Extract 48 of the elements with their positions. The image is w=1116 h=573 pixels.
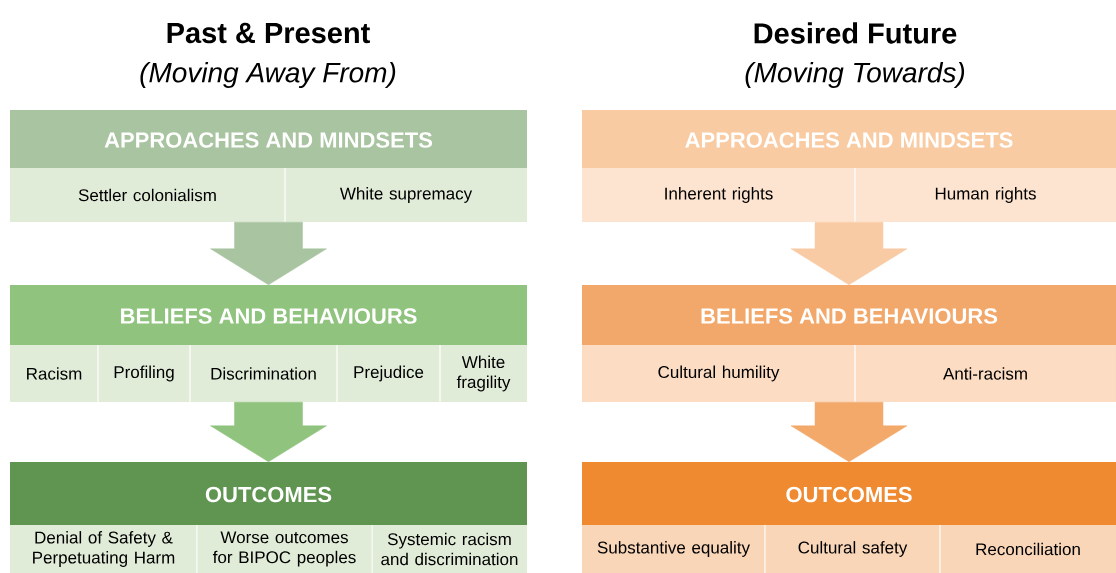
category-cell: Anti-racism [855,345,1116,402]
node-label: Systemic racism and discrimination [381,532,518,566]
node-label: Discrimination [211,367,316,380]
category-cell: Denial of Safety & Perpetuating Harm [10,525,197,573]
category-cell: White fragility [440,345,527,402]
node-label: Anti-racism [943,367,1027,380]
node-label: Denial of Safety & Perpetuating Harm [33,531,175,567]
block-arrow [790,221,908,286]
column-title: Desired Future [754,22,957,44]
section-panel: OUTCOMES Denial of Safety & Perpetuating Harm Worse outcomes for BIPOC peoples Systemic racism and discrimination [10,462,527,573]
node-label: Settler colonialism [78,188,216,202]
section-panel: OUTCOMES Substantive equality Cultural safety Reconciliation [582,462,1116,573]
category-cell: Systemic racism and discrimination [372,525,527,573]
node-label: Cultural humility [658,365,780,382]
block-arrow [210,221,327,286]
block-arrow [790,401,908,463]
node-label: Reconciliation [976,542,1080,556]
category-cell: Cultural humility [582,345,855,402]
node-label: White fragility [456,355,511,392]
node-label: Profiling [114,365,174,382]
section-panel: APPROACHES AND MINDSETS Settler colonialism White supremacy [10,110,527,222]
category-cell: White supremacy [285,168,527,222]
node-label: Prejudice [354,365,424,382]
node-label: Human rights [935,187,1036,203]
column-title: Past & Present [167,22,370,44]
node-label: Worse outcomes for BIPOC peoples [212,531,356,567]
category-cell: Reconciliation [940,525,1116,573]
category-cell: Racism [10,345,98,402]
category-cell: Worse outcomes for BIPOC peoples [197,525,372,573]
section-panel: APPROACHES AND MINDSETS Inherent rights Human rights [582,110,1116,222]
column-subtitle: (Moving Towards) [745,61,965,89]
node-label: Racism [27,367,82,380]
node-label: Substantive equality [597,541,750,557]
block-arrow [210,401,327,463]
category-cell: Settler colonialism [10,168,285,222]
node-label: Inherent rights [665,187,773,203]
section-panel: BELIEFS AND BEHAVIOURS Cultural humility Anti-racism [582,285,1116,402]
category-cell: Discrimination [190,345,337,402]
column-subtitle: (Moving Away From) [140,61,396,89]
category-cell: Inherent rights [582,168,855,222]
node-label: Cultural safety [798,541,908,557]
category-cell: Substantive equality [582,525,765,573]
node-label: White supremacy [339,187,473,203]
category-cell: Cultural safety [765,525,940,573]
category-cell: Prejudice [337,345,440,402]
category-cell: Profiling [98,345,190,402]
section-panel: BELIEFS AND BEHAVIOURS Racism Profiling Discrimination Prejudice White fragility [10,285,527,402]
category-cell: Human rights [855,168,1116,222]
